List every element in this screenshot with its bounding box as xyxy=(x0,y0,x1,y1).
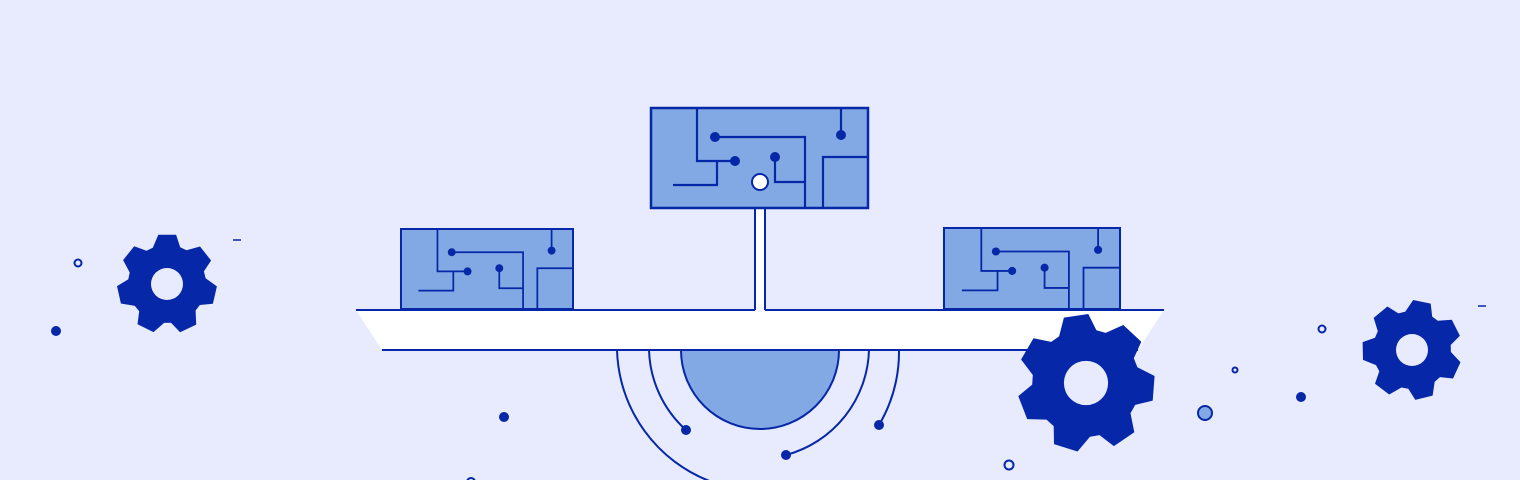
arc-outer-left xyxy=(616,349,710,480)
gear-icon xyxy=(117,234,217,333)
gear-icon xyxy=(1362,300,1461,400)
dot xyxy=(1296,392,1306,402)
ring-dot xyxy=(466,477,476,480)
stem-node xyxy=(751,173,769,191)
dot xyxy=(681,425,691,435)
arc-outer-right xyxy=(878,349,901,426)
dot xyxy=(874,420,884,430)
filled-ring-dot xyxy=(1197,405,1213,421)
arc-inner-left xyxy=(648,349,687,431)
dot xyxy=(51,326,61,336)
center-stem xyxy=(755,185,765,311)
balance-platform xyxy=(356,310,1164,350)
dot xyxy=(499,412,509,422)
ring-dot xyxy=(73,258,83,268)
dot xyxy=(781,450,791,460)
circuit-panel-icon xyxy=(400,227,574,311)
gear-icon xyxy=(1018,314,1155,452)
half-circle-base xyxy=(679,349,841,430)
ring-dot xyxy=(1317,324,1327,334)
circuit-panel-icon xyxy=(649,106,870,210)
ring-dot xyxy=(1003,459,1015,471)
circuit-panel-icon xyxy=(942,226,1122,311)
arc-inner-right xyxy=(785,349,870,456)
ring-dot xyxy=(1231,366,1239,374)
